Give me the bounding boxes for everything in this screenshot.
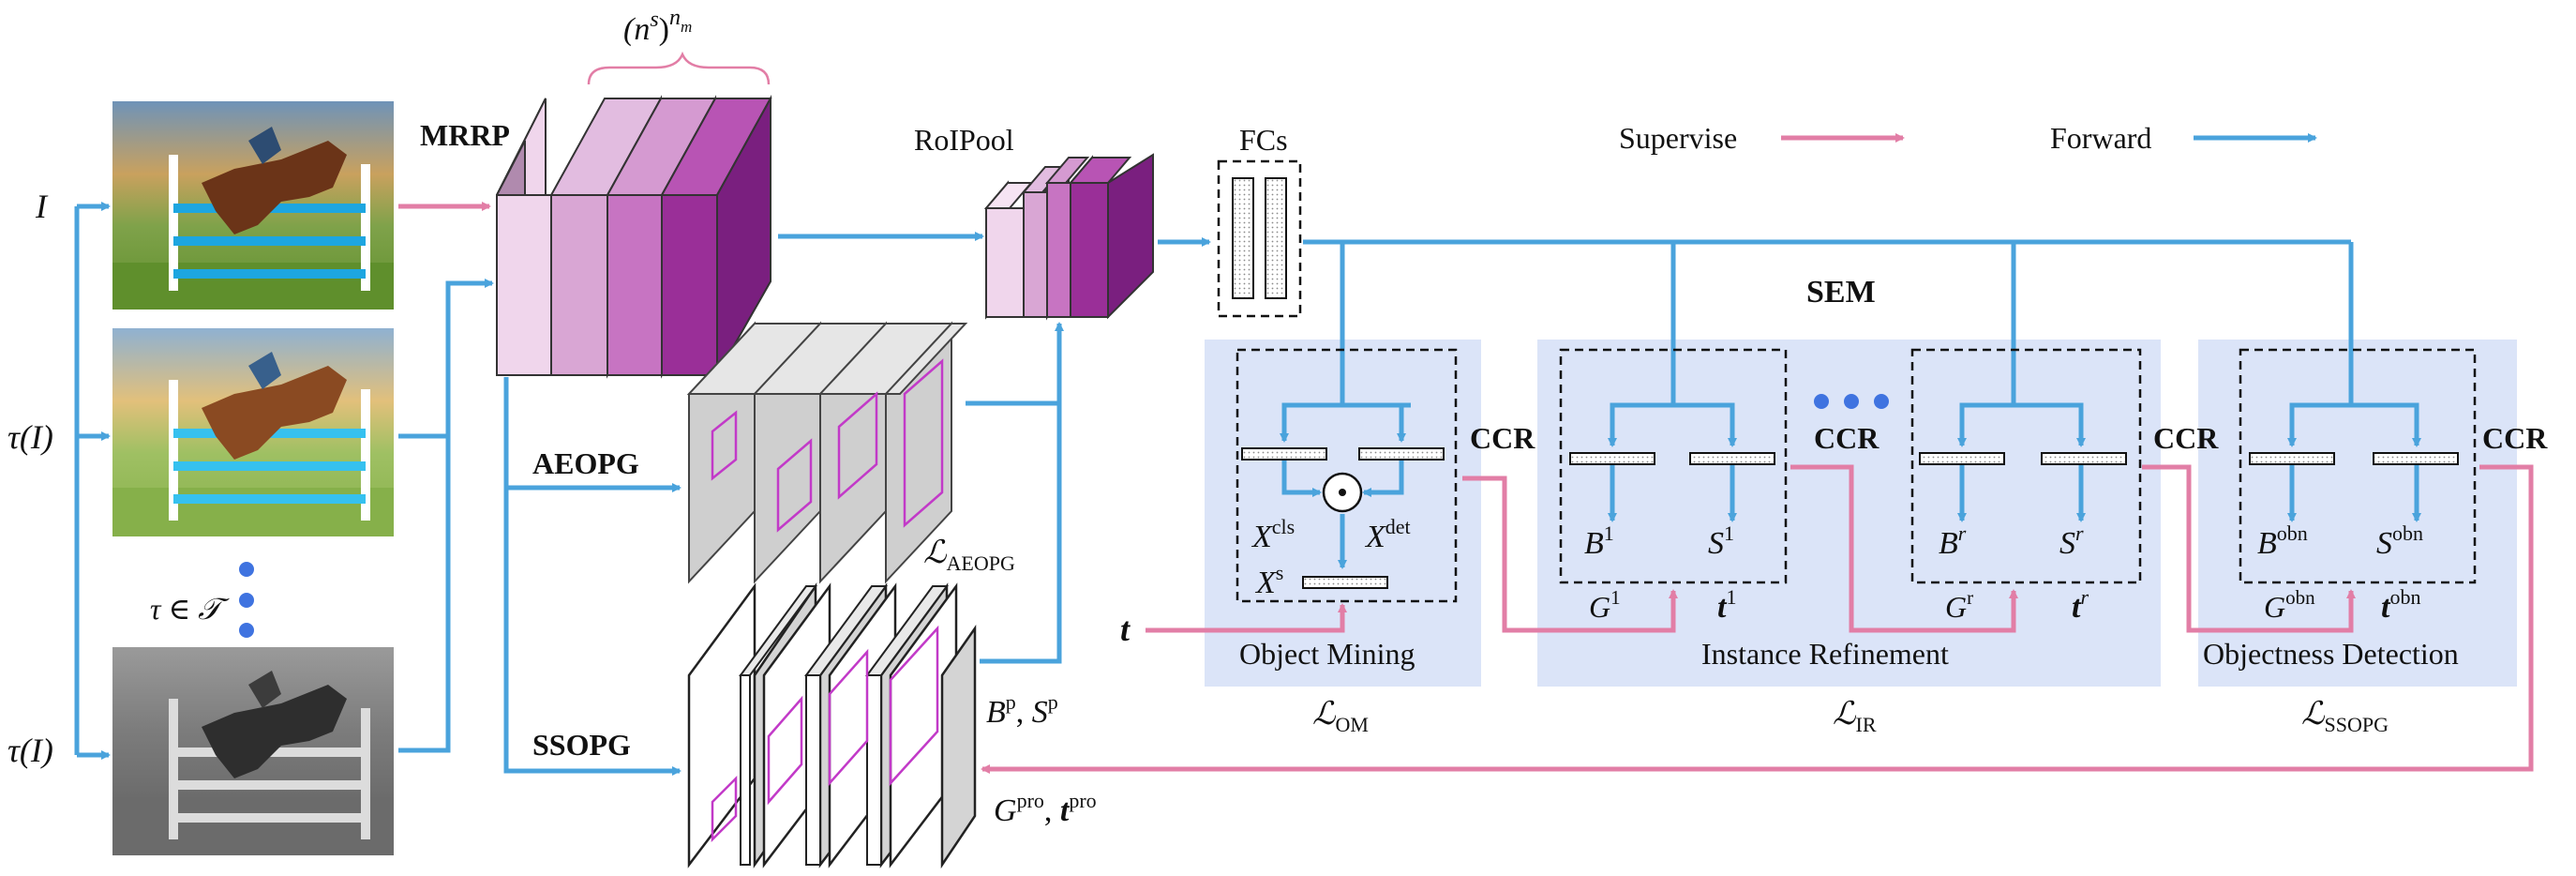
dot-3 xyxy=(239,623,254,638)
label-objectness-detection: Objectness Detection xyxy=(2203,637,2459,671)
label-xcls: Xcls xyxy=(1251,515,1295,554)
label-instance-refinement: Instance Refinement xyxy=(1701,637,1949,671)
brace-formula: (ns)nm xyxy=(623,6,692,47)
label-ssopg: SSOPG xyxy=(532,728,631,762)
ellipsis-dot-1 xyxy=(1814,394,1829,409)
mrrp-backbone xyxy=(496,95,772,379)
label-gobn: Gobn xyxy=(2264,586,2315,624)
dot-2 xyxy=(239,593,254,608)
brace-bracket xyxy=(587,51,771,85)
label-roipool: RoIPool xyxy=(914,123,1014,157)
instance-refinement-block-1 xyxy=(1559,348,1788,584)
label-sobn: Sobn xyxy=(2376,521,2423,561)
label-sr: Sr xyxy=(2059,521,2084,561)
label-t-input: t xyxy=(1120,611,1131,648)
label-ccr-1: CCR xyxy=(1470,421,1535,455)
aeopg-planes xyxy=(686,321,968,584)
sem-panel-objectness-detection xyxy=(2198,340,2517,687)
label-bp-sp: Bp, Sp xyxy=(986,690,1058,730)
objectness-detection-block xyxy=(2239,348,2477,584)
input-image-augmented xyxy=(112,328,394,536)
legend-supervise-label: Supervise xyxy=(1619,121,1737,155)
label-fcs: FCs xyxy=(1239,123,1288,157)
supervise-wiring xyxy=(981,464,2534,774)
roipool-stack xyxy=(983,153,1154,321)
instance-refinement-block-r xyxy=(1910,348,2142,584)
ellipsis-dot-2 xyxy=(1844,394,1859,409)
label-b1: B1 xyxy=(1584,521,1614,561)
label-object-mining: Object Mining xyxy=(1239,637,1415,671)
label-image-i: I xyxy=(35,188,49,225)
input-image-grayscale xyxy=(112,647,394,855)
legend-forward-label: Forward xyxy=(2050,121,2151,155)
label-t1: t1 xyxy=(1717,585,1736,625)
label-tau-in-t: τ ∈ 𝒯 xyxy=(150,592,230,626)
input-image-original xyxy=(112,101,394,310)
label-gr: Gr xyxy=(1945,586,1973,624)
loss-aeopg: ℒAEOPG xyxy=(923,536,1015,575)
loss-ssopg: ℒSSOPG xyxy=(2301,697,2389,736)
label-ccr-3: CCR xyxy=(2153,421,2219,455)
label-bobn: Bobn xyxy=(2257,521,2308,561)
arrow-backbone-ssopg xyxy=(503,488,681,776)
arrow-aeopg-roipool xyxy=(966,322,1064,406)
arrow-ssopg-roipool xyxy=(980,403,1062,664)
label-xdet: Xdet xyxy=(1364,515,1411,554)
ellipsis-dot-3 xyxy=(1874,394,1889,409)
input-wiring xyxy=(74,202,494,760)
label-s1: S1 xyxy=(1708,521,1734,561)
ssopg-planes xyxy=(687,581,977,869)
object-mining-block xyxy=(1236,348,1458,603)
loss-om: ℒOM xyxy=(1312,697,1369,736)
label-xs: Xs xyxy=(1254,561,1283,600)
label-tr: tr xyxy=(2072,585,2089,625)
label-ccr-2: CCR xyxy=(1814,421,1880,455)
label-ccr-4: CCR xyxy=(2482,421,2548,455)
label-tau-i-top: τ(I) xyxy=(7,418,53,456)
label-mrrp: MRRP xyxy=(420,118,510,152)
label-tau-i-bottom: τ(I) xyxy=(7,732,53,769)
loss-ir: ℒIR xyxy=(1833,697,1877,736)
label-sem: SEM xyxy=(1806,275,1876,310)
supervise-t-arrow xyxy=(1146,603,1347,633)
dot-1 xyxy=(239,562,254,577)
label-aeopg: AEOPG xyxy=(532,446,639,480)
label-g1: G1 xyxy=(1589,586,1621,624)
label-tobn: tobn xyxy=(2381,585,2420,625)
fcs-block xyxy=(1217,159,1302,318)
label-gpro-tpro: Gpro, tpro xyxy=(994,789,1097,828)
label-br: Br xyxy=(1939,521,1967,561)
